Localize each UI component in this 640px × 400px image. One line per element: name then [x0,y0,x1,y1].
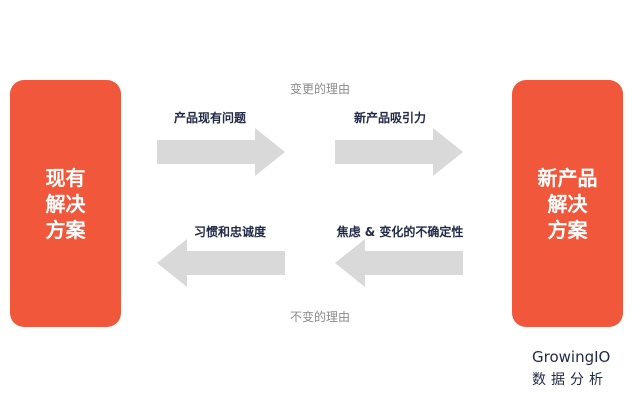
arrow-label-anxiety-uncertainty: 焦虑 & 变化的不确定性 [336,225,464,239]
left-arrow-icon [157,239,285,287]
left-arrow-icon [335,239,463,287]
new-product-solution-box: 新产品 解决 方案 [512,80,623,327]
logo-brand: GrowingIO [532,348,611,366]
new-product-solution-label: 新产品 解决 方案 [537,165,598,242]
logo-subtitle: 数据分析 [532,372,608,388]
right-arrow-icon [335,128,463,176]
right-arrow-icon [157,128,285,176]
arrow-label-new-product-appeal: 新产品吸引力 [353,111,426,125]
reasons-to-change-label: 变更的理由 [289,82,350,96]
arrow-label-habit-loyalty: 习惯和忠诚度 [193,225,266,239]
growingio-logo: GrowingIO 数据分析 [532,348,632,389]
current-solution-label: 现有 解决 方案 [45,165,86,242]
reasons-not-to-change-label: 不变的理由 [289,310,350,324]
current-solution-box: 现有 解决 方案 [10,80,121,327]
arrow-label-current-problems: 产品现有问题 [173,111,246,125]
